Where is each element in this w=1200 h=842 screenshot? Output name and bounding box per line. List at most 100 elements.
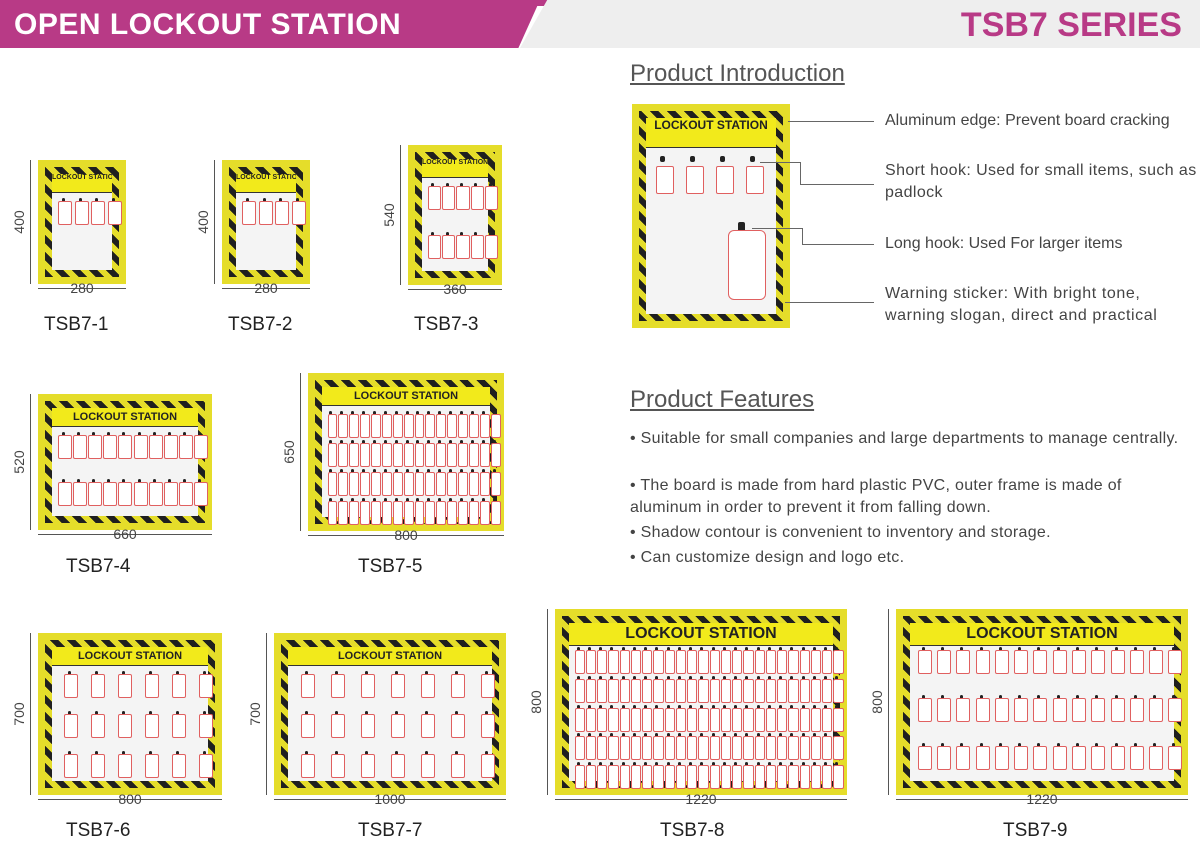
hook-icon <box>1037 743 1041 747</box>
padlock-shadow-icon <box>361 714 375 738</box>
padlock-shadow-icon <box>90 754 105 778</box>
hook-icon <box>790 675 794 680</box>
hook-icon <box>1056 695 1060 699</box>
padlock-shadow-icon <box>458 501 468 525</box>
model-name: TSB7-7 <box>358 820 423 841</box>
padlock-shadow-icon <box>338 443 349 467</box>
hook-icon <box>481 498 485 502</box>
model-name: TSB7-4 <box>66 556 131 577</box>
padlock-shadow-icon <box>88 482 102 506</box>
hook-icon <box>351 440 355 444</box>
hook-icon <box>481 411 485 415</box>
hook-icon <box>1172 743 1176 747</box>
hook-icon <box>405 411 409 415</box>
model-name: TSB7-6 <box>66 820 131 841</box>
hook-icon <box>362 411 366 415</box>
padlock-shadow-icon <box>597 736 608 761</box>
padlock-shadow-icon <box>664 707 675 732</box>
hook-icon <box>416 411 420 415</box>
padlock-shadow-icon <box>1168 650 1183 674</box>
hook-icon <box>76 479 80 483</box>
hook-icon <box>756 733 760 738</box>
padlock-shadow-icon <box>72 482 87 506</box>
padlock-shadow-icon <box>490 443 501 467</box>
padlock-shadow-icon <box>664 650 675 674</box>
height-dimension-label: 700 <box>11 702 27 726</box>
padlock-shadow-icon <box>403 414 414 438</box>
header-banner-right <box>520 0 1200 48</box>
callout-short-hook: Short hook: Used for small items, such a… <box>885 162 1197 201</box>
padlock-shadow-icon <box>133 435 148 459</box>
padlock-shadow-icon <box>574 678 585 703</box>
padlock-shadow-icon <box>664 736 675 761</box>
padlock-shadow-icon <box>1110 650 1125 674</box>
model-name: TSB7-1 <box>44 314 109 335</box>
hook-icon <box>416 498 420 502</box>
padlock-shadow-icon <box>1129 650 1144 674</box>
hook-icon <box>474 232 478 236</box>
padlock-shadow-icon <box>720 765 731 790</box>
hook-icon <box>677 704 681 709</box>
padlock-shadow-icon <box>743 736 754 761</box>
hook-icon <box>677 675 681 680</box>
hook-icon <box>92 432 95 436</box>
hook-icon <box>455 671 458 675</box>
hook-icon <box>700 675 704 680</box>
hook-icon <box>329 469 333 473</box>
hook-icon <box>576 704 580 709</box>
padlock-shadow-icon <box>664 765 675 790</box>
short-hook-icon <box>720 156 725 162</box>
hook-icon <box>492 411 496 415</box>
padlock-shadow-icon <box>171 754 186 778</box>
board-panel: LOCKOUT STATION <box>322 387 501 525</box>
hook-icon <box>449 440 453 444</box>
hook-icon <box>152 432 156 436</box>
hook-icon <box>921 743 925 747</box>
hook-icon <box>137 479 141 483</box>
padlock-shadow-icon <box>360 501 370 525</box>
hook-icon <box>202 671 206 675</box>
hook-icon <box>427 498 431 502</box>
padlock-shadow-icon <box>194 482 209 506</box>
padlock-shadow-icon <box>479 472 490 496</box>
padlock-shadow-icon <box>490 501 501 525</box>
hook-icon <box>335 671 338 675</box>
hook-icon <box>790 762 794 767</box>
padlock-shadow-icon <box>608 765 619 790</box>
hook-icon <box>666 762 670 767</box>
padlock-shadow-icon <box>291 201 306 225</box>
board-panel: LOCKOUT STATION <box>236 174 306 270</box>
padlock-shadow-icon <box>994 746 1009 770</box>
hook-icon <box>394 498 398 502</box>
padlock-shadow-icon <box>788 707 799 732</box>
padlock-shadow-icon <box>642 736 653 761</box>
hook-icon <box>335 711 338 715</box>
hook-icon <box>183 432 187 436</box>
height-dimension-line <box>266 633 267 795</box>
tag-shadow-icon <box>728 230 766 300</box>
padlock-shadow-icon <box>447 414 457 438</box>
padlock-shadow-icon <box>479 501 490 525</box>
hook-icon <box>576 733 580 738</box>
hook-icon <box>148 711 152 715</box>
padlock-shadow-icon <box>1071 698 1086 722</box>
hook-icon <box>979 647 983 651</box>
board-header-label: LOCKOUT STATION <box>52 408 198 427</box>
callout-long-hook: Long hook: Used For larger items <box>885 235 1123 252</box>
padlock-shadow-icon <box>1149 698 1164 722</box>
hook-icon <box>78 198 82 202</box>
hook-icon <box>405 469 409 473</box>
hook-icon <box>779 647 783 651</box>
hook-icon <box>801 733 805 738</box>
padlock-shadow-icon <box>371 443 381 467</box>
padlock-shadow-icon <box>1014 650 1029 674</box>
padlock-shadow-icon <box>1052 650 1067 674</box>
padlock-shadow-icon <box>458 472 468 496</box>
hook-icon <box>960 647 964 651</box>
padlock-shadow-icon <box>74 201 89 225</box>
padlock-shadow-icon <box>118 435 133 459</box>
padlock-shadow-icon <box>754 678 765 703</box>
hook-icon <box>1153 647 1157 651</box>
width-dimension-line <box>38 534 212 535</box>
hook-icon <box>960 695 964 699</box>
